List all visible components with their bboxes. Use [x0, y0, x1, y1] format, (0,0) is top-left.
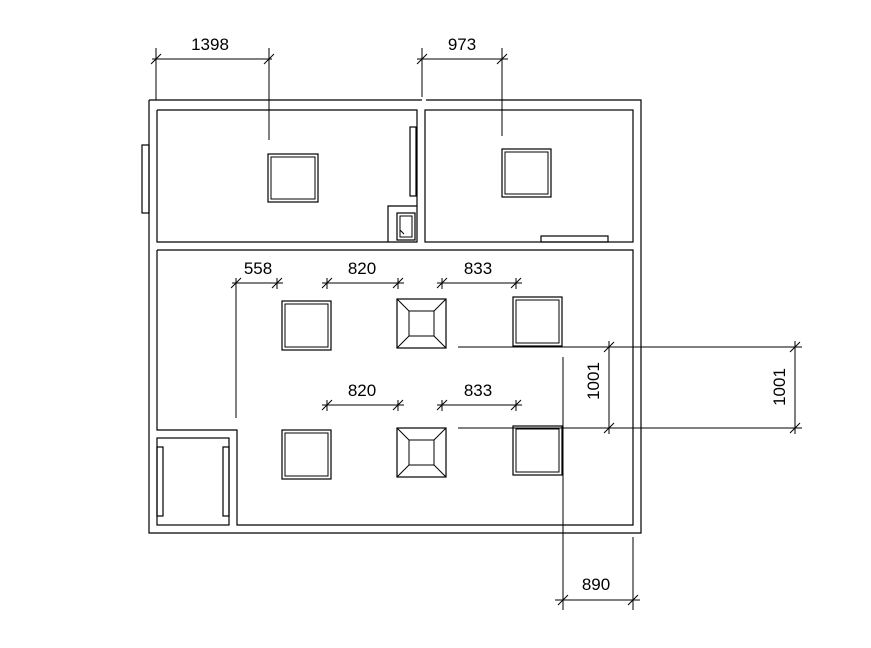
dimension-label-row1-a: 558	[244, 259, 272, 278]
room-upper-left	[156, 109, 418, 243]
dimension-bottom: 890	[555, 357, 640, 610]
dimension-vertical: 1001 1001	[458, 341, 802, 434]
column-r1-1	[281, 300, 332, 351]
dimension-label-row1-c: 833	[464, 259, 492, 278]
dimension-label-top-right: 973	[448, 35, 476, 54]
dimension-label-vert-inner: 1001	[584, 362, 603, 400]
room-upper-right	[424, 109, 634, 243]
column-r1-3	[512, 296, 563, 347]
dimension-label-row2-b: 820	[348, 381, 376, 400]
column-r2-2	[396, 427, 447, 478]
column-upper-left	[267, 153, 319, 203]
dimension-label-bottom: 890	[582, 575, 610, 594]
dimension-row2: 820 833	[321, 381, 522, 411]
column-upper-right	[501, 148, 552, 198]
dimension-top-left: 1398	[150, 35, 275, 140]
column-r1-2	[396, 298, 447, 349]
room-lower-left	[156, 437, 230, 526]
dimension-label-top-left: 1398	[191, 35, 229, 54]
dimension-label-vert-outer: 1001	[770, 368, 789, 406]
room-lower	[156, 249, 634, 526]
dimension-label-row2-c: 833	[464, 381, 492, 400]
column-r2-3	[512, 425, 563, 476]
dimension-row1: 558 820 833	[230, 259, 522, 418]
column-r2-1	[281, 429, 332, 480]
dimension-label-row1-b: 820	[348, 259, 376, 278]
dimension-top-right: 973	[416, 35, 508, 136]
outer-walls	[141, 99, 642, 534]
